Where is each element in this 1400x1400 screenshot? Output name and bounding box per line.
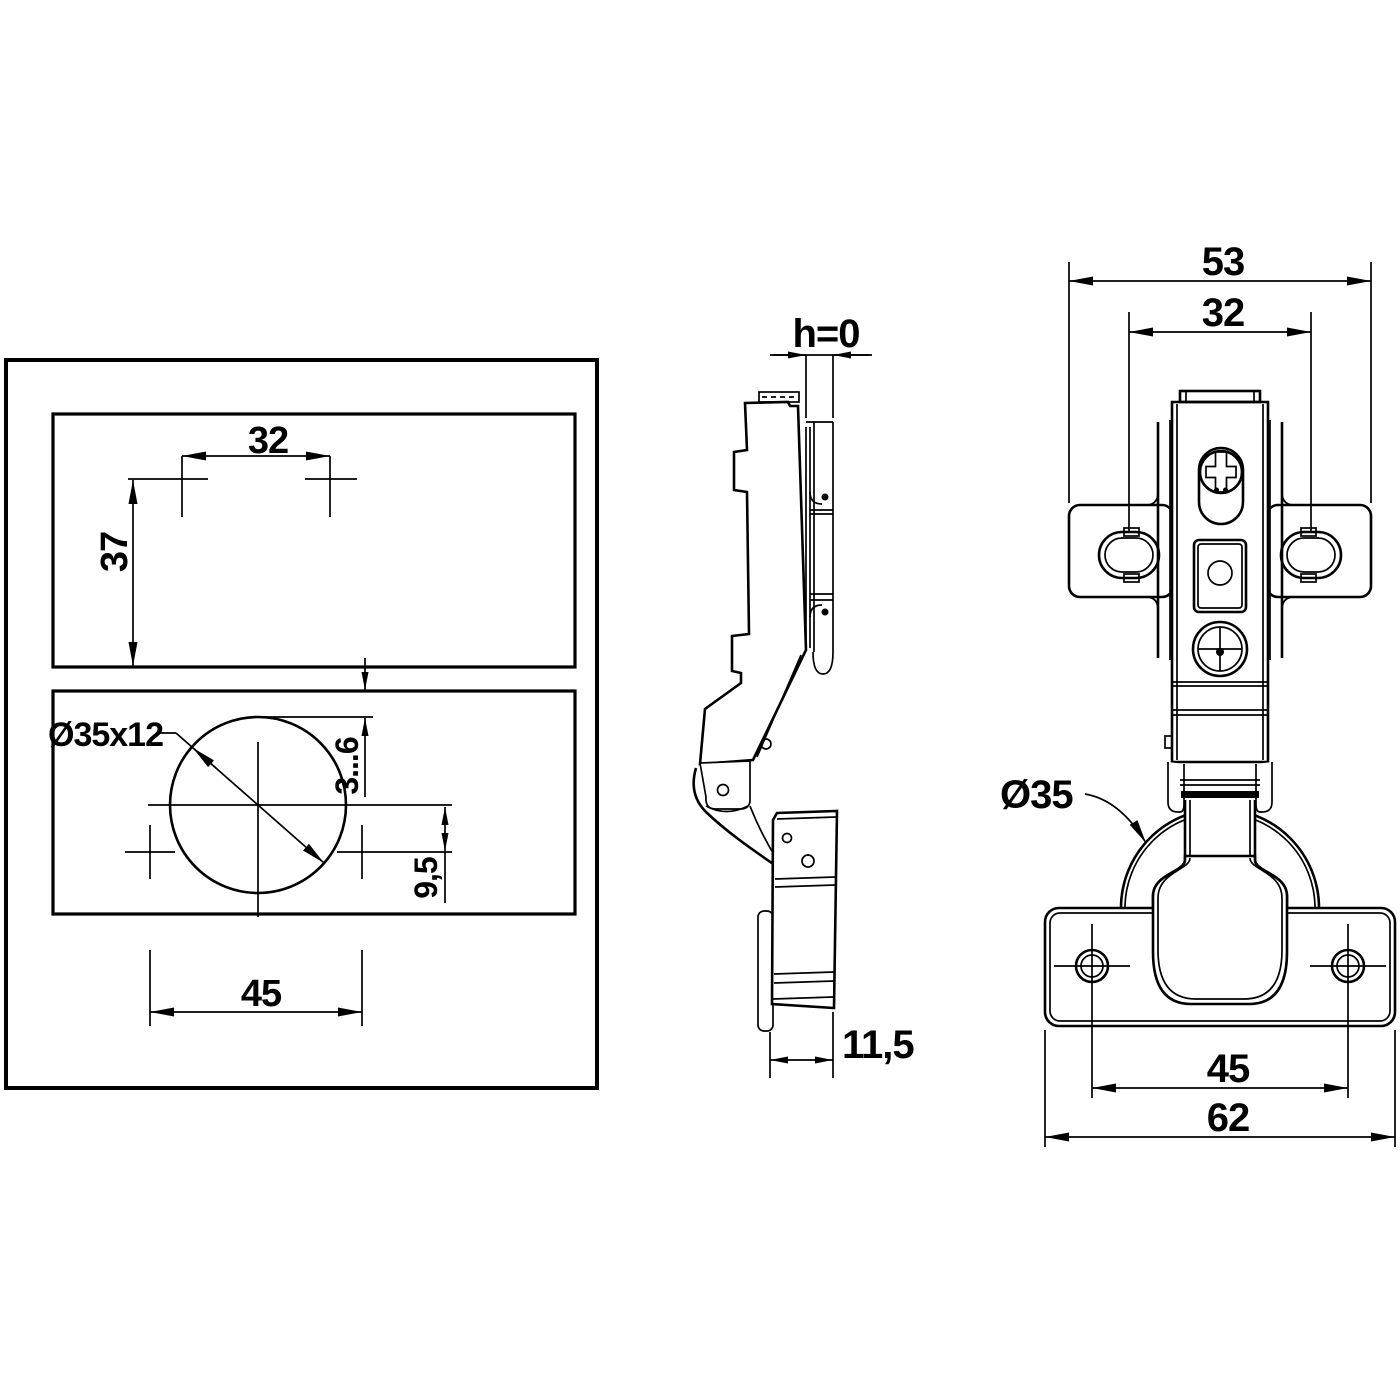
dim-45-front-label: 45 — [1207, 1047, 1250, 1091]
cup-side — [757, 809, 839, 1032]
hinge-arm-side — [698, 391, 808, 766]
door-screw-dot-bottom — [821, 608, 829, 616]
cup-bore-label: Ø35x12 — [48, 716, 163, 754]
dim-h0: h=0 — [770, 312, 872, 418]
column-cap — [1178, 389, 1262, 404]
cup-flange — [757, 910, 774, 1032]
dim-9-5-label: 9,5 — [408, 857, 444, 899]
dim-45-template-label: 45 — [241, 973, 282, 1015]
dim-62: 62 — [1044, 1030, 1396, 1147]
pivot-knuckle — [698, 760, 751, 813]
dim-45-template: 45 — [150, 973, 362, 1017]
pivot-pin — [1181, 791, 1259, 798]
arm-hole — [760, 738, 772, 750]
drill-cross-right — [305, 456, 357, 517]
dim-32-front-label: 32 — [1202, 291, 1245, 335]
cup-hole-large — [801, 854, 815, 868]
dim-45-front: 45 — [1092, 1047, 1348, 1093]
cup-bore: Ø35x12 — [48, 715, 452, 917]
screw-cross-right — [337, 825, 452, 1026]
dim-37: 37 — [94, 480, 138, 666]
dim-62-label: 62 — [1207, 1096, 1250, 1140]
column-tab — [1164, 735, 1173, 749]
height-adjust-screw — [1197, 446, 1245, 526]
dim-d35-label: Ø35 — [1000, 773, 1073, 817]
base-screw-left — [1054, 924, 1130, 1098]
dim-h0-label: h=0 — [792, 312, 859, 356]
cup-cavity — [1151, 854, 1289, 1006]
mounting-plate — [1067, 420, 1373, 660]
view-drilling-template: 32 37 3...6 Ø35x12 — [4, 358, 599, 1090]
dim-11-5: 11,5 — [769, 1012, 915, 1078]
template-outer-frame — [4, 358, 599, 1090]
screw-cross-left — [125, 825, 175, 1026]
dim-3-6-label: 3...6 — [329, 737, 365, 794]
dim-32-front: 32 — [1128, 291, 1312, 533]
template-door-panel — [51, 689, 577, 916]
door-edge-strip — [805, 421, 834, 675]
dim-11-5-label: 11,5 — [842, 1023, 914, 1067]
dim-53: 53 — [1068, 240, 1372, 503]
template-top-panel — [51, 412, 577, 669]
knuckle-hole — [716, 783, 730, 797]
dim-3-6: 3...6 — [253, 658, 373, 797]
base-screw-right — [1310, 924, 1386, 1098]
dim-32-template-label: 32 — [248, 420, 288, 462]
door-screw-dot-top — [821, 493, 829, 501]
cup-hole-small — [781, 832, 793, 844]
fixing-screw — [1191, 620, 1249, 678]
drill-cross-left — [128, 456, 208, 517]
dim-37-label: 37 — [94, 532, 136, 572]
dim-53-label: 53 — [1202, 240, 1245, 284]
label-d35: Ø35 — [1000, 773, 1147, 844]
view-hinge-side: h=0 — [692, 312, 915, 1078]
arm-cap — [758, 391, 800, 403]
square-window — [1192, 538, 1248, 614]
dim-9-5: 9,5 — [408, 807, 449, 903]
plate-column — [1164, 389, 1270, 764]
view-hinge-front: 53 32 Ø35 45 62 — [1000, 240, 1397, 1147]
dim-32-template: 32 — [182, 420, 330, 462]
